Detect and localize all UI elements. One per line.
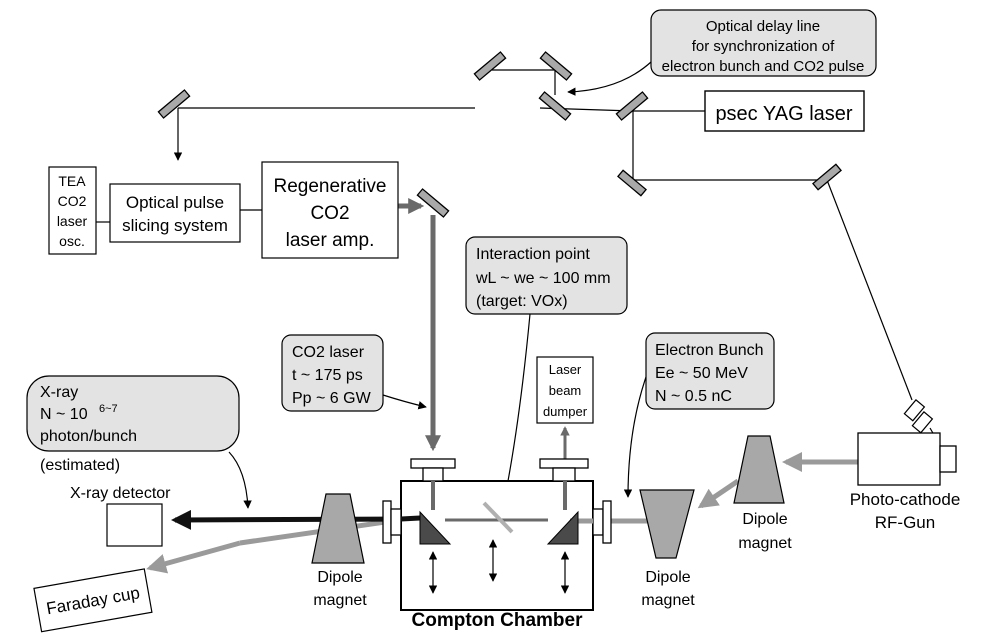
electron-bunch-callout: Electron Bunch Ee ~ 50 MeV N ~ 0.5 nC (623, 332, 775, 498)
svg-text:dumper: dumper (543, 404, 588, 419)
xray-detector: X-ray detector (70, 485, 171, 547)
delay-line-callout: Optical delay line for synchronization o… (567, 9, 877, 96)
svg-text:beam: beam (549, 383, 582, 398)
svg-text:t ~ 175 ps: t ~ 175 ps (292, 367, 363, 384)
svg-text:N ~ 10: N ~ 10 (40, 406, 88, 423)
svg-text:N ~ 0.5 nC: N ~ 0.5 nC (655, 388, 732, 405)
mirror-gun (812, 163, 842, 191)
mirror-delay-4 (615, 91, 649, 121)
svg-text:laser: laser (57, 213, 88, 229)
svg-text:Dipole: Dipole (645, 569, 690, 586)
mirror-co2 (416, 188, 450, 218)
svg-text:laser amp.: laser amp. (286, 230, 375, 251)
svg-text:slicing system: slicing system (122, 216, 228, 235)
laser-beam-dumper: Laser beam dumper (536, 356, 594, 460)
svg-text:CO2: CO2 (310, 203, 349, 224)
xray-beam (171, 509, 421, 530)
svg-text:Photo-cathode: Photo-cathode (850, 490, 961, 509)
dipole-magnet-left: Dipole magnet (311, 493, 367, 609)
svg-text:6~7: 6~7 (99, 403, 118, 415)
svg-text:Regenerative: Regenerative (273, 176, 386, 197)
xray-callout: X-ray N ~ 10 6~7 photon/bunch (estimated… (26, 375, 252, 509)
faraday-cup: Faraday cup (33, 568, 153, 633)
svg-text:TEA: TEA (58, 173, 86, 189)
svg-text:electron bunch and CO2 pulse: electron bunch and CO2 pulse (662, 58, 865, 75)
svg-text:Electron Bunch: Electron Bunch (655, 342, 764, 359)
slicing-box: Optical pulse slicing system (109, 183, 241, 243)
mirror-delay-1 (473, 51, 507, 81)
co2-laser-callout: CO2 laser t ~ 175 ps Pp ~ 6 GW (281, 334, 427, 412)
svg-text:Optical delay line: Optical delay line (706, 18, 820, 35)
mirror-delay-3 (538, 91, 572, 121)
dipole-magnet-middle: Dipole magnet (639, 489, 695, 609)
regen-amp-box: Regenerative CO2 laser amp. (261, 161, 399, 259)
svg-text:osc.: osc. (59, 233, 85, 249)
mirror-top-left (157, 89, 191, 119)
svg-text:Dipole: Dipole (317, 569, 362, 586)
svg-text:Interaction point: Interaction point (476, 246, 590, 263)
svg-text:magnet: magnet (738, 535, 792, 552)
photocathode-rf-gun: Photo-cathode RF-Gun (850, 399, 961, 532)
svg-text:magnet: magnet (313, 592, 367, 609)
svg-text:CO2 laser: CO2 laser (292, 344, 365, 361)
svg-text:wL ~ we ~ 100 mm: wL ~ we ~ 100 mm (475, 270, 611, 287)
compton-chamber-label: Compton Chamber (412, 610, 584, 631)
co2-beam (398, 197, 442, 452)
svg-text:Laser: Laser (549, 362, 582, 377)
svg-text:CO2: CO2 (58, 193, 87, 209)
svg-text:Optical pulse: Optical pulse (126, 193, 224, 212)
svg-text:Ee ~ 50 MeV: Ee ~ 50 MeV (655, 365, 748, 382)
svg-text:photon/bunch: photon/bunch (40, 428, 137, 445)
svg-text:X-ray detector: X-ray detector (70, 485, 171, 502)
svg-text:psec YAG laser: psec YAG laser (715, 103, 852, 125)
tea-osc-box: TEA CO2 laser osc. (48, 166, 97, 255)
mirror-split (617, 169, 647, 197)
svg-text:Dipole: Dipole (742, 511, 787, 528)
interaction-point-callout: Interaction point wL ~ we ~ 100 mm (targ… (465, 236, 628, 498)
svg-text:magnet: magnet (641, 592, 695, 609)
compton-chamber (382, 458, 612, 611)
svg-text:(target: VOx): (target: VOx) (476, 293, 568, 310)
svg-text:X-ray: X-ray (40, 384, 78, 401)
svg-text:RF-Gun: RF-Gun (875, 513, 935, 532)
svg-text:(estimated): (estimated) (40, 457, 120, 474)
yag-laser-box: psec YAG laser (704, 90, 865, 132)
svg-text:Pp ~ 6 GW: Pp ~ 6 GW (292, 390, 372, 407)
dipole-magnet-right: Dipole magnet (733, 435, 792, 552)
svg-text:for synchronization of: for synchronization of (692, 38, 835, 55)
mirrors (157, 51, 842, 218)
mirror-delay-2 (539, 51, 573, 81)
